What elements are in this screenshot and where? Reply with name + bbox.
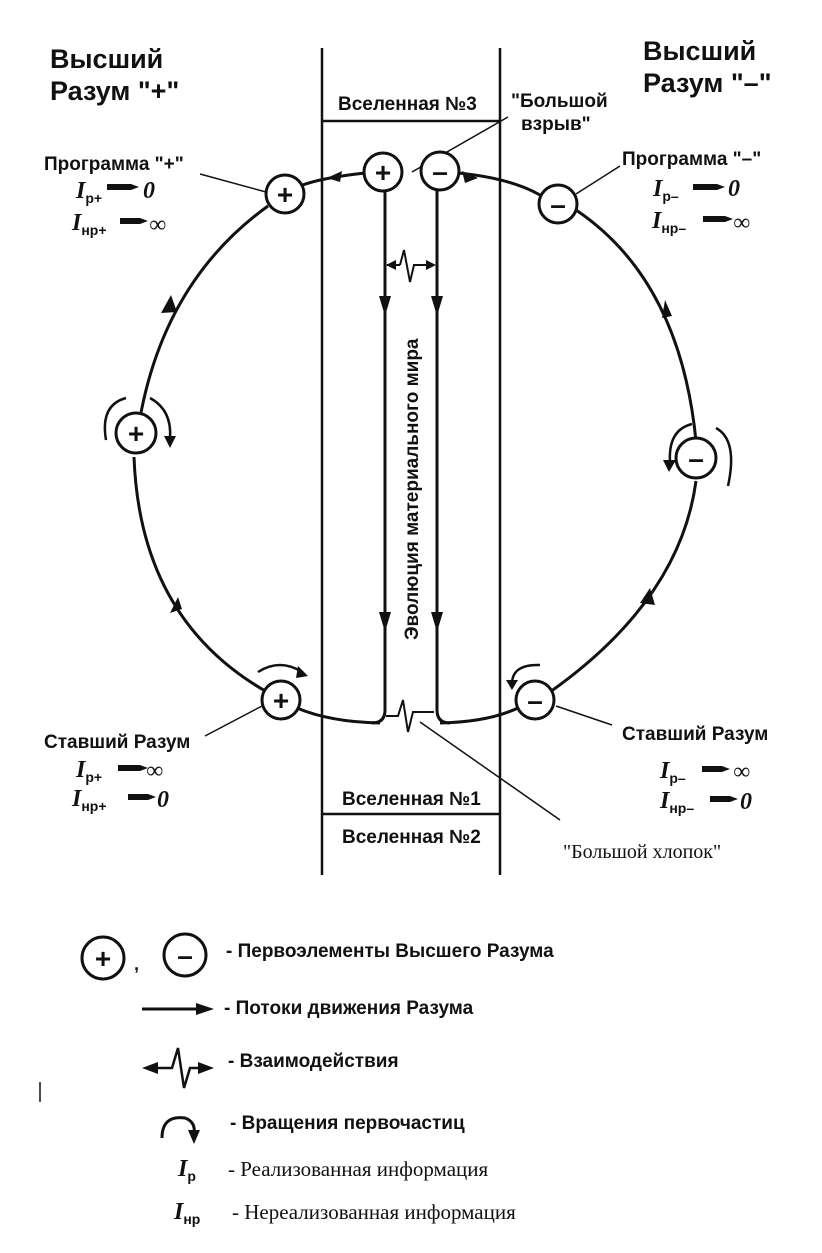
legend: + , – - Первоэлементы Высшего Разума - П…	[39, 932, 554, 1227]
program-minus-leader	[575, 165, 621, 195]
became-minus-title: Ставший Разум	[622, 724, 768, 745]
legend-inr-text: - Нереализованная информация	[232, 1200, 516, 1224]
universe-3-label: Вселенная №3	[338, 94, 477, 115]
svg-text:+: +	[95, 943, 111, 974]
interaction-bottom	[386, 699, 434, 733]
big-clap-label: "Большой хлопок"	[563, 841, 721, 863]
universe-band	[320, 48, 502, 875]
became-plus-formula-1: Iр+	[75, 757, 102, 785]
legend-rotation-icon	[160, 1116, 200, 1144]
legend-flows: - Потоки движения Разума	[224, 998, 474, 1019]
svg-text:–: –	[432, 156, 448, 187]
legend-minus-icon: –	[162, 932, 208, 978]
big-bang-line1: "Большой	[511, 91, 608, 112]
svg-text:–: –	[550, 189, 566, 220]
universe-2-label: Вселенная №2	[342, 827, 481, 848]
svg-text:–: –	[527, 685, 543, 716]
flow-arrows	[161, 171, 672, 632]
program-plus-formula-2-value: ∞	[149, 212, 166, 238]
became-minus-leader	[555, 705, 613, 726]
legend-flow-icon	[142, 1003, 214, 1015]
program-plus-formula-1-value: 0	[143, 178, 155, 204]
big-bang-line2: взрыв"	[521, 114, 591, 135]
program-minus-title: Программа "–"	[622, 149, 761, 170]
became-plus-formula-2: Iнр+	[71, 786, 107, 814]
program-minus-formula-1: Iр–	[652, 176, 679, 204]
legend-rotations: - Вращения первочастиц	[230, 1113, 465, 1134]
svg-text:–: –	[688, 443, 704, 474]
element-minus-rotating: –	[663, 422, 733, 487]
header-right-line2: Разум "–"	[643, 68, 772, 98]
program-minus-formula-2-value: ∞	[733, 210, 750, 236]
element-plus-rotating: +	[103, 396, 176, 455]
program-plus-title: Программа "+"	[44, 154, 184, 175]
program-plus-leader	[199, 173, 267, 193]
header-right-line1: Высший	[643, 36, 756, 66]
legend-interactions: - Взаимодействия	[228, 1051, 399, 1072]
became-plus-formula-2-value: 0	[157, 787, 169, 813]
element-minus-became: –	[506, 663, 556, 721]
svg-text:+: +	[375, 157, 391, 188]
became-minus-formula-1-value: ∞	[733, 759, 750, 785]
became-minus-formula-2: Iнр–	[659, 788, 694, 816]
became-plus-title: Ставший Разум	[44, 732, 190, 753]
legend-interaction-icon	[142, 1047, 214, 1089]
legend-plus-icon: +	[80, 935, 126, 981]
header-left-line2: Разум "+"	[50, 76, 179, 106]
element-minus-program: –	[537, 183, 579, 225]
became-plus-leader	[204, 705, 263, 737]
svg-text:+: +	[273, 685, 289, 716]
program-minus-formula-1-value: 0	[728, 176, 740, 202]
legend-comma: ,	[134, 954, 139, 974]
element-plus-top: +	[362, 151, 404, 193]
header-left-line1: Высший	[50, 44, 163, 74]
program-plus-formula-1: Iр+	[75, 178, 102, 206]
evolution-lines	[371, 190, 451, 725]
evolution-label: Эволюция материального мира	[402, 338, 423, 640]
legend-ir-symbol: Iр	[177, 1156, 196, 1184]
legend-elements: - Первоэлементы Высшего Разума	[226, 941, 554, 962]
element-plus-program: +	[264, 173, 306, 215]
svg-text:+: +	[128, 418, 144, 449]
became-plus-formula-1-value: ∞	[146, 758, 163, 784]
big-clap-leader	[419, 721, 561, 821]
interaction-top-arrow-left	[386, 260, 396, 270]
became-minus-formula-2-value: 0	[740, 789, 752, 815]
svg-text:–: –	[177, 940, 193, 971]
element-minus-top: –	[419, 150, 461, 192]
universe-1-label: Вселенная №1	[342, 789, 481, 810]
interaction-top-arrow-right	[426, 260, 436, 270]
element-plus-became: +	[257, 663, 308, 721]
program-plus-formula-2: Iнр+	[71, 210, 107, 238]
svg-text:+: +	[277, 179, 293, 210]
became-minus-formula-1: Iр–	[659, 758, 686, 786]
program-minus-formula-2: Iнр–	[651, 208, 686, 236]
legend-ir-text: - Реализованная информация	[228, 1157, 488, 1181]
legend-inr-symbol: Iнр	[173, 1199, 200, 1227]
